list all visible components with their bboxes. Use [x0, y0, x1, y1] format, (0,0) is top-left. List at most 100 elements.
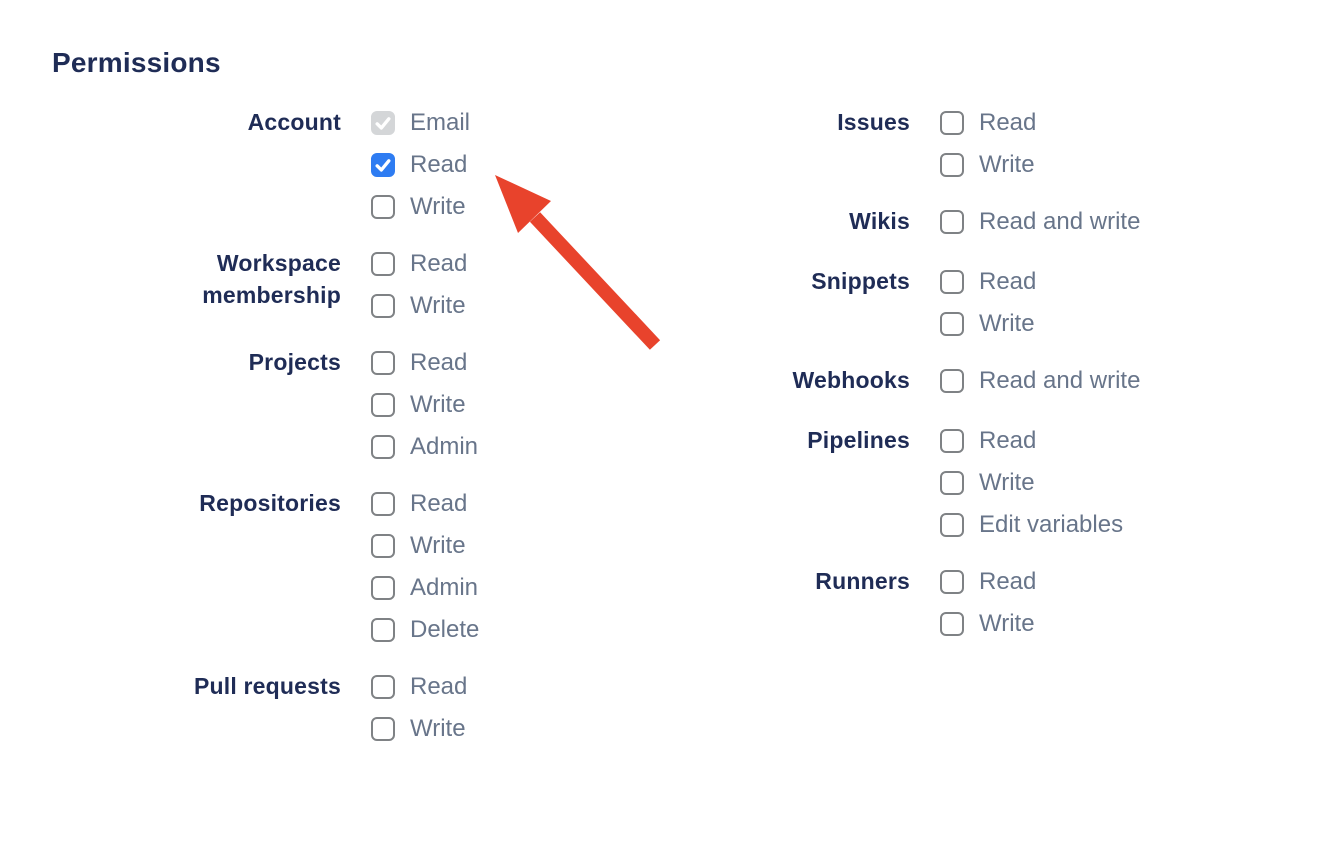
option-repositories-read[interactable]: Read	[371, 491, 479, 516]
permission-group-pull-requests: Pull requests Read Write	[151, 673, 601, 741]
option-pipelines-write[interactable]: Write	[940, 470, 1123, 495]
permission-option-label[interactable]: Admin	[410, 574, 479, 601]
runners-write-checkbox[interactable]	[940, 611, 964, 636]
wikis-read-and-write-checkbox[interactable]	[940, 209, 964, 234]
permission-options: Read Write	[940, 569, 1036, 636]
permission-option-label[interactable]: Read	[410, 490, 468, 517]
permission-option-label[interactable]: Read and write	[979, 208, 1141, 235]
permission-options: Read Write	[371, 251, 467, 318]
permission-option-label[interactable]: Delete	[410, 616, 480, 643]
permission-group-label: Snippets	[811, 268, 910, 294]
permission-group-repositories: Repositories Read Write Admin	[151, 490, 601, 642]
permission-option-label[interactable]: Read	[410, 349, 468, 376]
permission-group-workspace-membership: Workspace membership Read Write	[151, 250, 601, 318]
permission-options: Read Write Admin Delete	[371, 491, 479, 642]
permission-group-label: Wikis	[849, 208, 910, 234]
permission-option-label[interactable]: Read	[979, 268, 1037, 295]
option-account-email[interactable]: Email	[371, 110, 470, 135]
option-repositories-admin[interactable]: Admin	[371, 575, 479, 600]
option-account-read[interactable]: Read	[371, 152, 470, 177]
option-snippets-write[interactable]: Write	[940, 311, 1036, 336]
option-projects-write[interactable]: Write	[371, 392, 478, 417]
repositories-delete-checkbox[interactable]	[371, 617, 395, 642]
workspace-membership-write-checkbox[interactable]	[371, 293, 395, 318]
pipelines-write-checkbox[interactable]	[940, 470, 964, 495]
permission-option-label[interactable]: Write	[410, 532, 466, 559]
permission-options: Read Write	[940, 269, 1036, 336]
projects-write-checkbox[interactable]	[371, 392, 395, 417]
permission-option-label[interactable]: Read	[979, 568, 1037, 595]
permission-option-label[interactable]: Read	[979, 109, 1037, 136]
account-write-checkbox[interactable]	[371, 194, 395, 219]
permission-option-label[interactable]: Admin	[410, 433, 479, 460]
option-wikis-read-and-write[interactable]: Read and write	[940, 209, 1140, 234]
option-pipelines-read[interactable]: Read	[940, 428, 1123, 453]
pipelines-edit-variables-checkbox[interactable]	[940, 512, 964, 537]
snippets-write-checkbox[interactable]	[940, 311, 964, 336]
permission-group-label: Workspace membership	[202, 250, 341, 308]
option-pipelines-edit-variables[interactable]: Edit variables	[940, 512, 1123, 537]
permission-option-label[interactable]: Write	[410, 292, 466, 319]
projects-read-checkbox[interactable]	[371, 350, 395, 375]
repositories-read-checkbox[interactable]	[371, 491, 395, 516]
option-pull-requests-write[interactable]: Write	[371, 716, 467, 741]
permissions-grid: Account Email Read Write Workspace membe…	[52, 109, 1322, 741]
option-workspace-membership-write[interactable]: Write	[371, 293, 467, 318]
permission-option-label[interactable]: Read	[410, 151, 468, 178]
permission-option-label[interactable]: Write	[979, 469, 1035, 496]
permission-option-label[interactable]: Write	[979, 310, 1035, 337]
webhooks-read-and-write-checkbox[interactable]	[940, 368, 964, 393]
permission-group-label: Projects	[248, 349, 341, 375]
permission-option-label[interactable]: Read and write	[979, 367, 1141, 394]
repositories-write-checkbox[interactable]	[371, 533, 395, 558]
permission-option-label[interactable]: Edit variables	[979, 511, 1124, 538]
permission-option-label[interactable]: Read	[979, 427, 1037, 454]
snippets-read-checkbox[interactable]	[940, 269, 964, 294]
permission-option-label[interactable]: Email	[410, 109, 471, 136]
page-title: Permissions	[52, 47, 221, 78]
account-email-checkbox[interactable]	[371, 110, 395, 135]
option-webhooks-read-and-write[interactable]: Read and write	[940, 368, 1140, 393]
repositories-admin-checkbox[interactable]	[371, 575, 395, 600]
workspace-membership-read-checkbox[interactable]	[371, 251, 395, 276]
option-projects-read[interactable]: Read	[371, 350, 478, 375]
permission-option-label[interactable]: Write	[410, 193, 466, 220]
option-pull-requests-read[interactable]: Read	[371, 674, 467, 699]
permission-group-label: Pipelines	[807, 427, 910, 453]
permission-group-label: Account	[247, 109, 341, 135]
runners-read-checkbox[interactable]	[940, 569, 964, 594]
permission-options: Read Write Admin	[371, 350, 478, 459]
permissions-page: Permissions Account Email Read Write	[52, 47, 1322, 741]
permission-group-wikis: Wikis Read and write	[750, 208, 1170, 237]
permission-option-label[interactable]: Write	[979, 151, 1035, 178]
permission-group-label: Webhooks	[792, 367, 910, 393]
option-issues-read[interactable]: Read	[940, 110, 1036, 135]
permission-group-issues: Issues Read Write	[750, 109, 1170, 177]
option-workspace-membership-read[interactable]: Read	[371, 251, 467, 276]
pull-requests-write-checkbox[interactable]	[371, 716, 395, 741]
issues-read-checkbox[interactable]	[940, 110, 964, 135]
account-read-checkbox[interactable]	[371, 152, 395, 177]
issues-write-checkbox[interactable]	[940, 152, 964, 177]
permission-option-label[interactable]: Write	[979, 610, 1035, 637]
pipelines-read-checkbox[interactable]	[940, 428, 964, 453]
pull-requests-read-checkbox[interactable]	[371, 674, 395, 699]
option-repositories-write[interactable]: Write	[371, 533, 479, 558]
permission-options: Read and write	[940, 209, 1140, 234]
checkmark-icon	[375, 158, 391, 172]
option-repositories-delete[interactable]: Delete	[371, 617, 479, 642]
option-runners-read[interactable]: Read	[940, 569, 1036, 594]
permission-option-label[interactable]: Write	[410, 715, 466, 742]
permission-group-webhooks: Webhooks Read and write	[750, 367, 1170, 396]
permission-option-label[interactable]: Read	[410, 250, 468, 277]
permission-option-label[interactable]: Write	[410, 391, 466, 418]
permission-group-projects: Projects Read Write Admin	[151, 349, 601, 459]
projects-admin-checkbox[interactable]	[371, 434, 395, 459]
permissions-column-left: Account Email Read Write Workspace membe…	[151, 109, 601, 741]
option-issues-write[interactable]: Write	[940, 152, 1036, 177]
option-account-write[interactable]: Write	[371, 194, 470, 219]
option-snippets-read[interactable]: Read	[940, 269, 1036, 294]
option-runners-write[interactable]: Write	[940, 611, 1036, 636]
permission-option-label[interactable]: Read	[410, 673, 468, 700]
option-projects-admin[interactable]: Admin	[371, 434, 478, 459]
